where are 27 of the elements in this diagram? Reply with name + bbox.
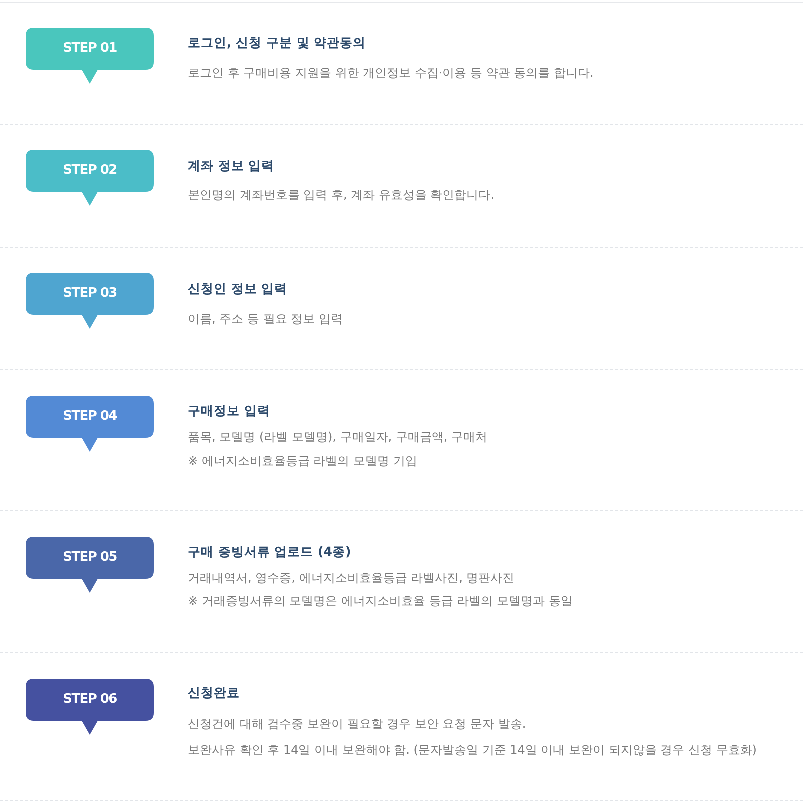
- step-description: 거래내역서, 영수증, 에너지소비효율등급 라벨사진, 명판사진: [188, 570, 515, 587]
- speech-bubble: [26, 537, 154, 593]
- speech-bubble: [26, 28, 154, 84]
- step-description: ※ 거래증빙서류의 모델명은 에너지소비효율 등급 라벨의 모델명과 동일: [188, 593, 573, 610]
- speech-bubble: [26, 396, 154, 452]
- step-description: 로그인 후 구매비용 지원을 위한 개인정보 수집·이용 등 약관 동의를 합니다.: [188, 65, 594, 82]
- step-label: STEP 05: [62, 549, 118, 567]
- step-description: 이름, 주소 등 필요 정보 입력: [188, 311, 343, 328]
- step-label: STEP 02: [62, 162, 118, 180]
- speech-bubble: [26, 273, 154, 329]
- step-label: STEP 01: [62, 40, 118, 58]
- step-description: 본인명의 계좌번호를 입력 후, 계좌 유효성을 확인합니다.: [188, 187, 495, 204]
- speech-bubble: [26, 150, 154, 206]
- step-label: STEP 04: [62, 408, 118, 426]
- step-heading: 구매 증빙서류 업로드 (4종): [188, 543, 352, 561]
- step-description: 신청건에 대해 검수중 보완이 필요할 경우 보안 요청 문자 발송.: [188, 716, 526, 733]
- step-heading: 신청인 정보 입력: [188, 280, 288, 298]
- step-description: ※ 에너지소비효율등급 라벨의 모델명 기입: [188, 453, 418, 470]
- step-description: 보완사유 확인 후 14일 이내 보완해야 함. (문자발송일 기준 14일 이내 보완이 되지않을 경우 신청 무효화): [188, 742, 757, 759]
- step-heading: 계좌 정보 입력: [188, 157, 275, 175]
- step-label: STEP 03: [62, 285, 118, 303]
- step-heading: 신청완료: [188, 684, 240, 702]
- speech-bubble: [26, 679, 154, 735]
- step-label: STEP 06: [62, 691, 118, 709]
- step-description: 품목, 모델명 (라벨 모델명), 구매일자, 구매금액, 구매처: [188, 429, 488, 446]
- step-heading: 로그인, 신청 구분 및 약관동의: [188, 34, 366, 52]
- step-heading: 구매정보 입력: [188, 402, 270, 420]
